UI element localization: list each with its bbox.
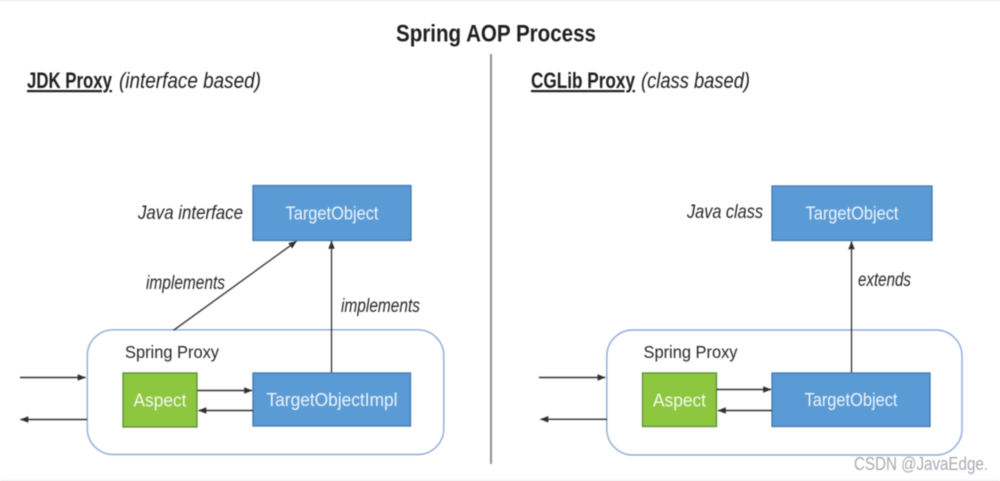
svg-text:Spring Proxy: Spring Proxy	[125, 342, 219, 362]
svg-text:Spring Proxy: Spring Proxy	[644, 342, 738, 362]
svg-text:JDK Proxy: JDK Proxy	[27, 68, 113, 93]
svg-text:TargetObject: TargetObject	[805, 389, 898, 410]
svg-text:CSDN @JavaEdge.: CSDN @JavaEdge.	[854, 454, 988, 474]
svg-text:TargetObjectImpl: TargetObjectImpl	[267, 389, 398, 410]
svg-text:CGLib Proxy: CGLib Proxy	[531, 68, 636, 93]
svg-text:Java class: Java class	[686, 202, 763, 223]
svg-text:extends: extends	[858, 270, 911, 291]
svg-text:Java interface: Java interface	[137, 203, 243, 224]
svg-text:TargetObject: TargetObject	[806, 203, 899, 224]
svg-text:Aspect: Aspect	[134, 390, 187, 411]
svg-text:(interface based): (interface based)	[119, 68, 261, 93]
svg-text:implements: implements	[146, 273, 225, 294]
svg-text:implements: implements	[341, 296, 420, 317]
svg-text:TargetObject: TargetObject	[286, 203, 379, 224]
svg-text:(class based): (class based)	[641, 68, 750, 93]
svg-text:Aspect: Aspect	[653, 390, 706, 411]
svg-text:Spring AOP Process: Spring AOP Process	[396, 21, 596, 48]
